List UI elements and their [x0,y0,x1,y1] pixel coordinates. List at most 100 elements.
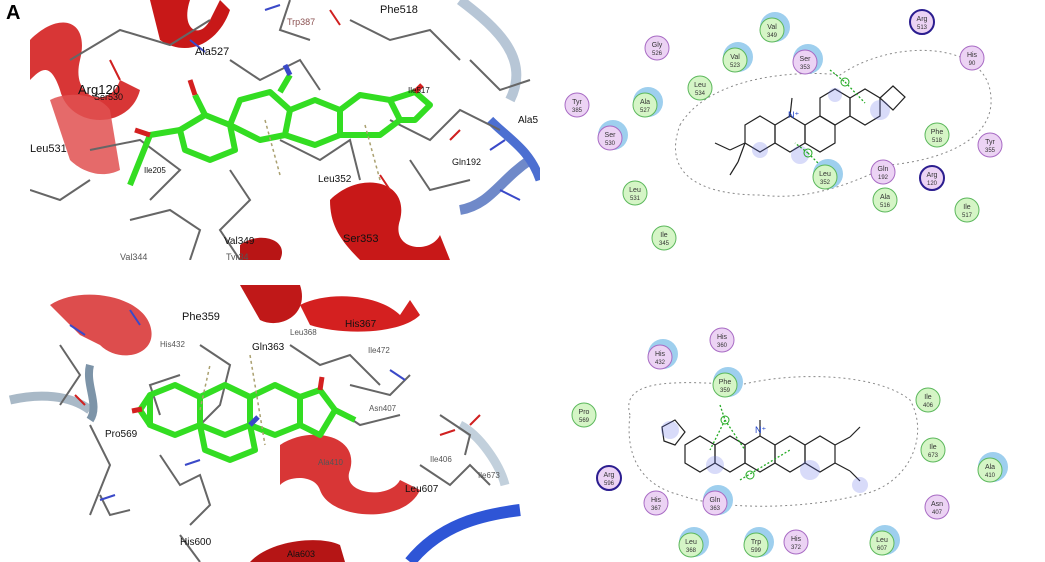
residue-name: Asn [931,501,943,508]
residue-name: Val [730,54,740,61]
residue-disc [870,159,896,185]
residue-disc [783,529,809,555]
residue-number: 523 [730,63,741,69]
residue-his-432: His432 [647,339,678,370]
residue-label: Ile673 [478,471,500,480]
residue-disc [869,530,895,556]
panel-c-scene: Phe359 His432 Leu368 His367 Gln363 Ile47… [8,285,521,562]
residue-number: 120 [927,181,938,187]
coil-ribbon [457,420,510,487]
ligand-oxygen [131,376,325,414]
residue-name: Gln [710,497,721,504]
residue-name: His [655,351,666,358]
residue-disc [792,49,818,75]
residue-disc [924,122,950,148]
residue-disc [597,125,623,151]
residue-name: His [651,497,662,504]
coil-ribbon [405,504,521,562]
residue-ile-517: Ile517 [954,197,980,223]
residue-disc [759,17,785,43]
residue-disc [722,47,748,73]
residue-label: Gln363 [252,342,285,353]
residue-leu-352: Leu352 [812,159,843,190]
residue-label: Ser353 [343,233,378,245]
residue-number: 516 [880,203,891,209]
residue-number: 527 [640,108,651,114]
coil-ribbon [458,155,533,215]
residue-ser-353: Ser353 [792,44,823,75]
residue-disc [920,437,946,463]
residue-label: Tyr34 [226,252,249,260]
residue-number: 372 [791,545,802,551]
helix-ribbon [300,296,420,332]
residue-disc [954,197,980,223]
residue-disc [596,465,622,491]
residue-name: Leu [685,539,697,546]
panel-a-3d-view: Trp387 Phe518 Ala527 Arg120 Ser530 Ile51… [30,0,540,260]
residue-disc [812,164,838,190]
residue-name: Leu [876,537,888,544]
residue-ile-673: Ile673 [920,437,946,463]
residue-val-523: Val 523 [722,42,753,73]
panel-a-scene: Trp387 Phe518 Ala527 Arg120 Ser530 Ile51… [30,0,540,260]
residue-disc [644,35,670,61]
residue-disc [702,490,728,516]
residue-name: His [791,536,802,543]
residue-name: Arg [927,172,938,179]
residue-disc [909,9,935,35]
helix-ribbon [50,294,152,356]
residue-name: Pro [579,409,590,416]
residue-asn-407: Asn407 [924,494,950,520]
residue-ile-406: Ile406 [915,387,941,413]
residue-name: Val [767,24,777,31]
residue-disc [564,92,590,118]
residue-number: 345 [659,241,670,247]
residue-label: Ala410 [318,458,343,467]
residue-disc [959,45,985,71]
residue-name: Tyr [985,139,995,146]
residue-number: 410 [985,473,996,479]
ligand-2d-structure [714,85,906,176]
helix-ribbon [240,237,282,260]
residue-label: Ala5 [518,115,538,126]
residue-number: 517 [962,213,973,219]
residue-disc [571,402,597,428]
residue-number: 526 [652,51,663,57]
residue-name: Tyr [572,99,582,106]
residue-label: Ile406 [430,455,452,464]
residue-pro-569: Pro 569 [571,402,597,428]
residue-number: 569 [579,418,590,424]
residue-name: Ile [660,232,668,239]
residue-number: 607 [877,546,888,552]
residue-number: 406 [923,403,934,409]
residue-name: His [717,334,728,341]
binding-pocket-outline [628,376,919,507]
residue-leu-531: Leu531 [622,180,648,206]
residue-disc [743,532,769,558]
residue-label: Ala527 [195,46,229,58]
residue-number: 534 [695,91,706,97]
residue-ala-527: Ala527 [632,87,663,118]
coil-ribbon [8,391,93,414]
residue-number: 599 [751,548,762,554]
residue-name: Arg [604,472,615,479]
residue-disc [687,75,713,101]
residue-number: 363 [710,506,721,512]
residue-discs: His360His432Phe359Ile406Pro569Ile673Ala4… [571,327,1008,558]
residue-name: Leu [629,187,641,194]
residue-disc [643,490,669,516]
residue-ser-530: Ser530 [597,120,628,151]
residue-label: His367 [345,319,377,330]
nitrogen-atoms [189,4,521,201]
residue-label: Val349 [224,236,255,247]
panel-d-diagram: N⁺ His360His432Phe359Ile406Pro569Ile673A… [571,327,1008,558]
residue-sticks [59,344,491,562]
